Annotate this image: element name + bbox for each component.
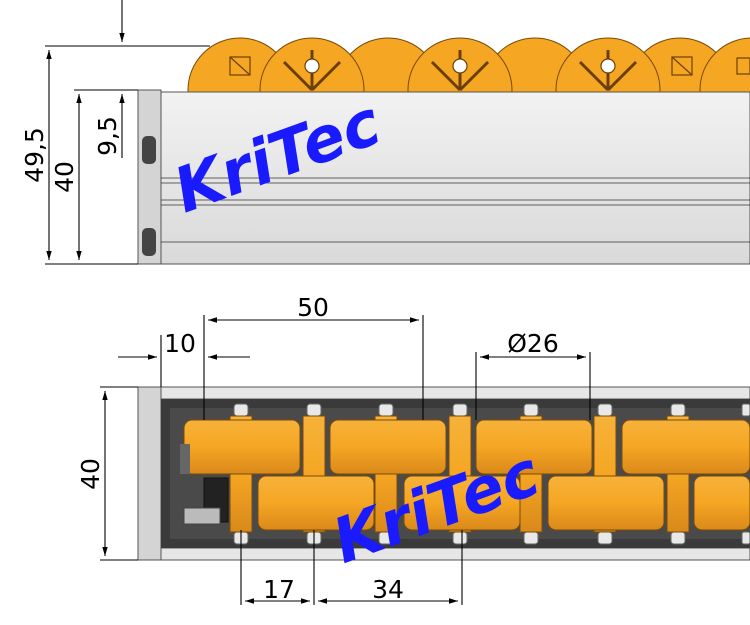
side-screw: [142, 228, 156, 256]
top-roller: [183, 419, 301, 475]
top-roller: [475, 419, 593, 475]
dim-inner-pitch: 34: [372, 575, 404, 604]
side-view: 49,5 40 9,5: [20, 0, 750, 265]
dim-total-height: 49,5: [20, 127, 49, 183]
dim-roller-protrusion: 9,5: [93, 116, 122, 156]
top-view: 40 10 50 Ø26 17 34: [76, 293, 750, 605]
top-rail-upper: [160, 386, 750, 400]
top-roller: [329, 419, 447, 475]
dim-rail-width: 40: [76, 458, 105, 490]
top-rail-end-plate: [137, 386, 162, 561]
top-rollers-upper: [183, 419, 750, 475]
top-rollers-lower: [257, 475, 750, 531]
side-screw: [142, 136, 156, 164]
top-roller: [621, 419, 750, 475]
dim-half-pitch: 17: [263, 575, 295, 604]
dim-rail-height: 40: [50, 161, 79, 193]
dim-edge-offset: 10: [164, 329, 196, 358]
dim-pitch: 50: [297, 293, 329, 322]
dim-roller-diameter: Ø26: [507, 329, 559, 358]
top-roller: [547, 475, 665, 531]
top-roller: [257, 475, 375, 531]
top-roller: [693, 475, 750, 531]
top-rail-lower: [160, 547, 750, 561]
